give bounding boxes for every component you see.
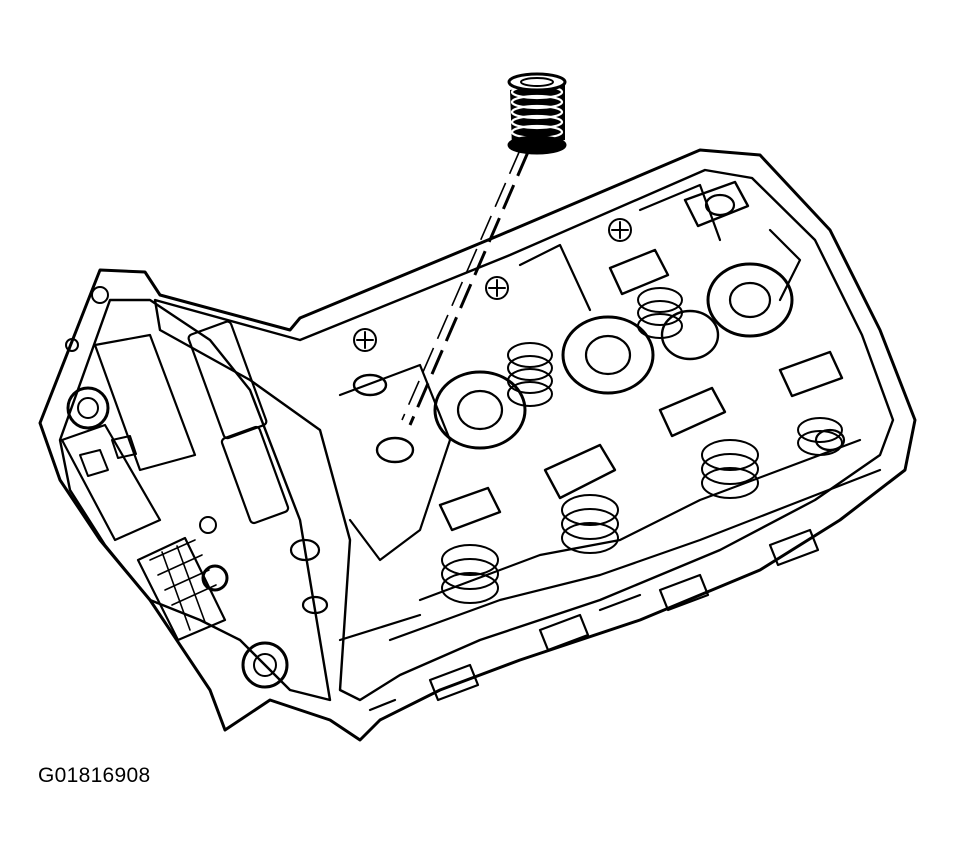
flange-hole <box>77 397 99 419</box>
side-boss <box>220 425 290 525</box>
valve-cover-rail <box>153 168 895 702</box>
rocker-arm <box>683 180 750 228</box>
removal-path-line-edge <box>401 149 521 421</box>
cam-bearing-cap <box>433 370 527 450</box>
rocker-arm <box>543 443 617 500</box>
flange-hole <box>201 564 229 592</box>
valve-spring <box>637 287 683 339</box>
figure-code: G01816908 <box>38 764 151 787</box>
flange-marking <box>79 449 109 477</box>
bolt-boss <box>91 286 109 304</box>
bolt-boss <box>65 338 79 352</box>
flange-pad <box>93 333 197 472</box>
flange-hole <box>66 386 110 430</box>
side-flange <box>58 298 332 702</box>
flange-pad <box>60 423 162 542</box>
valve-bore <box>375 436 415 464</box>
lower-casting-detail <box>368 528 820 712</box>
dowel-pin <box>301 595 329 615</box>
bolt-boss <box>199 516 217 534</box>
flange-pad <box>136 536 227 642</box>
removal-path-line <box>408 151 530 426</box>
rocker-arm <box>778 350 844 398</box>
flange-hole <box>241 641 289 689</box>
flange-grid <box>149 539 217 631</box>
dowel-pin <box>289 538 321 562</box>
rocker-arm <box>608 248 670 296</box>
valve-bore <box>352 373 388 397</box>
valve-bore <box>704 193 736 217</box>
side-boss <box>187 320 268 440</box>
cylinder-head-outline <box>38 148 917 742</box>
rocker-arm <box>438 486 502 532</box>
cam-bearing-cap <box>660 309 720 361</box>
valve-spring <box>507 342 553 407</box>
internal-rib <box>338 183 882 642</box>
bolt-head <box>485 276 509 300</box>
valve-spring <box>561 494 619 554</box>
removed-valve-spring <box>507 72 567 155</box>
cam-bearing-cap <box>561 315 655 395</box>
flange-marking <box>111 435 137 459</box>
valve-bore <box>814 428 846 452</box>
bolt-head <box>608 218 632 242</box>
bolt-head <box>353 328 377 352</box>
valve-spring <box>701 439 759 499</box>
cam-bearing-cap <box>706 262 794 338</box>
rocker-arm <box>658 386 727 438</box>
valve-spring <box>441 544 499 604</box>
flange-hole <box>253 653 277 677</box>
